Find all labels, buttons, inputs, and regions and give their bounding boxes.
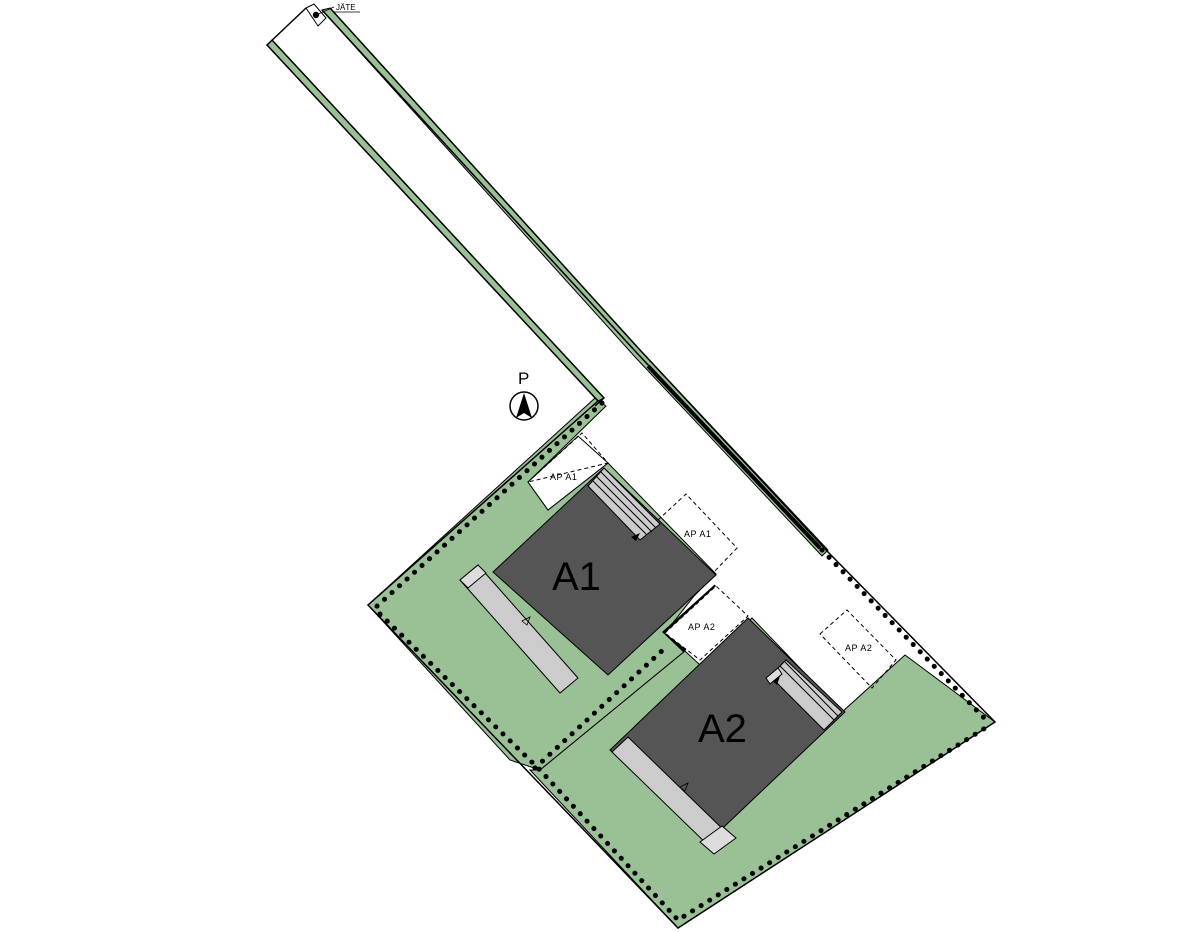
building-a2-label: A2 bbox=[698, 707, 747, 751]
hedge-east bbox=[819, 547, 991, 725]
parking-space-ap-a2-east bbox=[819, 609, 897, 689]
driveway-verge-west bbox=[266, 39, 605, 402]
parking-space-ap-a2-west bbox=[664, 585, 749, 661]
waste-point: JÄTE bbox=[305, 3, 360, 27]
boundary-inner-west bbox=[271, 39, 606, 407]
parking-label-ap-a1-north: AP A1 bbox=[550, 472, 577, 482]
parking-label-ap-a2-west: AP A2 bbox=[688, 622, 715, 632]
parking-labels: AP A1 AP A1 AP A2 AP A2 bbox=[550, 472, 872, 653]
building-a1-entrance-icon bbox=[631, 533, 640, 541]
waste-point-label: JÄTE bbox=[336, 3, 356, 12]
hedge-south-west bbox=[377, 611, 993, 924]
building-a1-terrace-north-lines bbox=[591, 479, 648, 536]
building-a1: A1 bbox=[459, 467, 717, 694]
hedges bbox=[372, 400, 993, 924]
building-a2-door-icon bbox=[679, 782, 689, 792]
retaining-wall bbox=[646, 364, 822, 550]
building-a1-label: A1 bbox=[552, 555, 601, 599]
garden-areas bbox=[266, 7, 996, 929]
building-a2-side-step bbox=[765, 667, 783, 685]
compass: P bbox=[509, 369, 539, 421]
building-a2: A2 bbox=[609, 617, 846, 855]
building-a1-door-icon bbox=[521, 616, 531, 626]
building-a2-terrace-south-edge bbox=[699, 825, 737, 855]
parking-spaces bbox=[527, 432, 897, 689]
building-a1-roof bbox=[492, 467, 717, 676]
fence-wall-a2 bbox=[662, 584, 718, 653]
north-arrow-icon bbox=[516, 393, 532, 418]
building-a2-entrance-icon bbox=[773, 676, 780, 685]
boundary-west bbox=[265, 7, 997, 929]
building-a2-terrace-north bbox=[769, 659, 843, 731]
parking-label-ap-a2-east: AP A2 bbox=[845, 643, 872, 653]
parking-space-ap-a1-north-outline bbox=[527, 432, 609, 483]
building-a1-terrace-south-edge bbox=[459, 564, 487, 589]
compass-letter: P bbox=[518, 369, 529, 388]
parking-label-ap-a1-east: AP A1 bbox=[684, 529, 711, 539]
hedge-divider bbox=[532, 645, 668, 771]
